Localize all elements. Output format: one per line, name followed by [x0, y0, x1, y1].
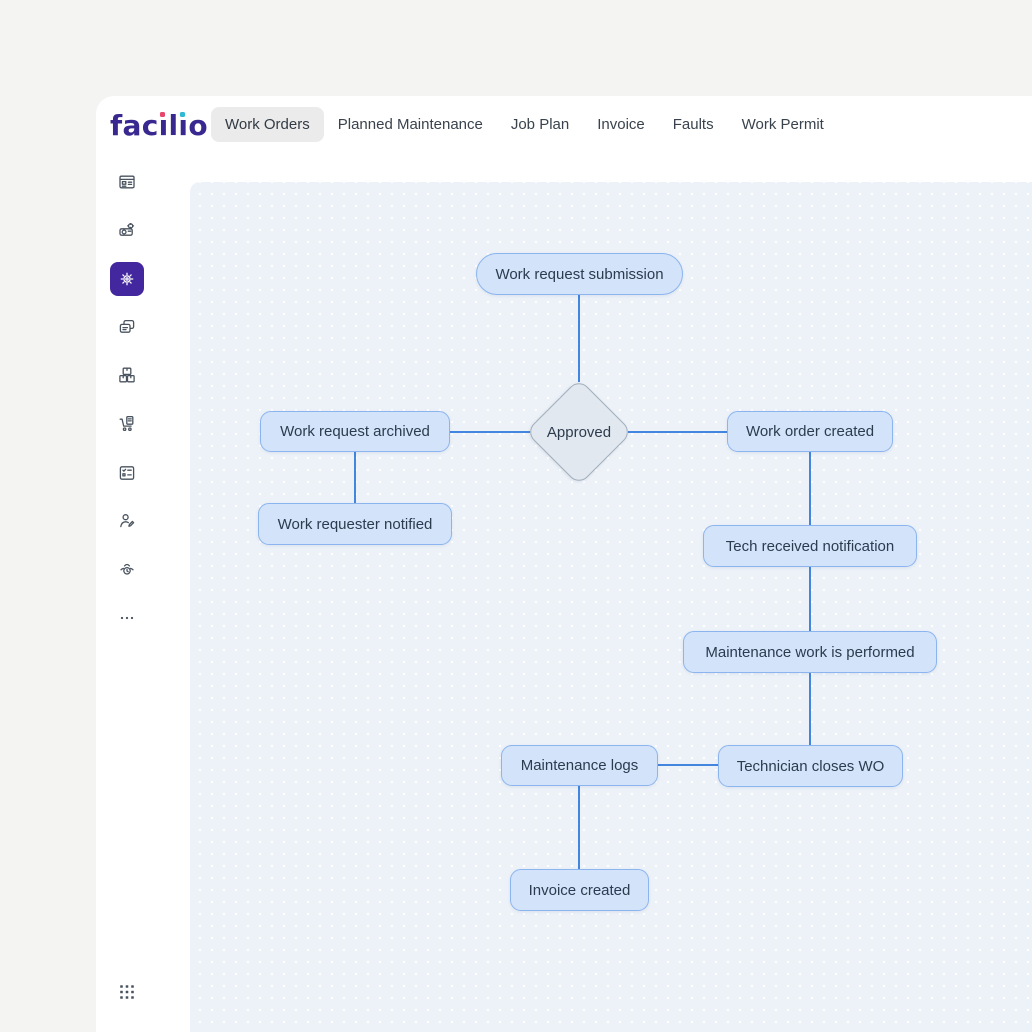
sidebar-item-more[interactable] [110, 601, 144, 635]
connector-logs-invoice [578, 786, 580, 869]
flow-canvas[interactable]: Approved Work request submission Work re… [190, 182, 1032, 1032]
flow-node-technician-closes-wo[interactable]: Technician closes WO [718, 745, 903, 787]
chat-cards-icon [118, 318, 136, 336]
person-edit-icon [118, 512, 136, 530]
sidebar-item-dashboard[interactable] [110, 165, 144, 199]
tab-faults[interactable]: Faults [672, 116, 714, 133]
tab-work-orders[interactable]: Work Orders [211, 107, 324, 142]
browser-window-icon [118, 173, 136, 191]
module-tabs: Work Orders Planned Maintenance Job Plan… [211, 107, 838, 142]
tab-planned-maintenance[interactable]: Planned Maintenance [337, 116, 483, 133]
tab-job-plan[interactable]: Job Plan [510, 116, 570, 133]
sidebar-item-assets[interactable] [110, 213, 144, 247]
connector-tech-maintenance [809, 567, 811, 631]
ellipsis-icon [118, 609, 136, 627]
connector-approved-order-created [628, 431, 727, 433]
flow-node-work-requester-notified[interactable]: Work requester notified [258, 503, 452, 545]
sidebar-item-meters[interactable] [110, 553, 144, 587]
sidebar-item-inventory[interactable] [110, 358, 144, 392]
app-grid-icon [118, 983, 136, 1001]
flow-node-work-request-submission[interactable]: Work request submission [476, 253, 683, 295]
sidebar-item-procurement[interactable] [110, 407, 144, 441]
connector-order-tech-notification [809, 452, 811, 525]
gauge-icon [118, 561, 136, 579]
flow-node-maintenance-logs[interactable]: Maintenance logs [501, 745, 658, 786]
flow-node-work-request-archived[interactable]: Work request archived [260, 411, 450, 452]
flow-node-invoice-created[interactable]: Invoice created [510, 869, 649, 911]
checklist-icon [118, 464, 136, 482]
equipment-gear-icon [118, 221, 136, 239]
flow-node-tech-received-notification[interactable]: Tech received notification [703, 525, 917, 567]
cart-document-icon [118, 415, 136, 433]
sidebar-item-requests[interactable] [110, 310, 144, 344]
tab-invoice[interactable]: Invoice [597, 116, 645, 133]
connector-maintenance-closes [809, 673, 811, 745]
flow-node-maintenance-work-performed[interactable]: Maintenance work is performed [683, 631, 937, 673]
stacked-boxes-icon [118, 366, 136, 384]
sidebar-item-apps[interactable] [110, 975, 144, 1009]
sidebar-item-people[interactable] [110, 504, 144, 538]
sidebar-item-checklist[interactable] [110, 456, 144, 490]
decision-node-approved[interactable] [525, 378, 633, 486]
connector-archived-notified [354, 452, 356, 503]
connector-approved-archived [450, 431, 530, 433]
gear-cog-icon [118, 270, 136, 288]
sidebar-item-work-orders[interactable] [110, 262, 144, 296]
connector-logs-closes [658, 764, 718, 766]
tab-work-permit[interactable]: Work Permit [741, 116, 824, 133]
flow-node-work-order-created[interactable]: Work order created [727, 411, 893, 452]
connector-submission-approved [578, 294, 580, 382]
